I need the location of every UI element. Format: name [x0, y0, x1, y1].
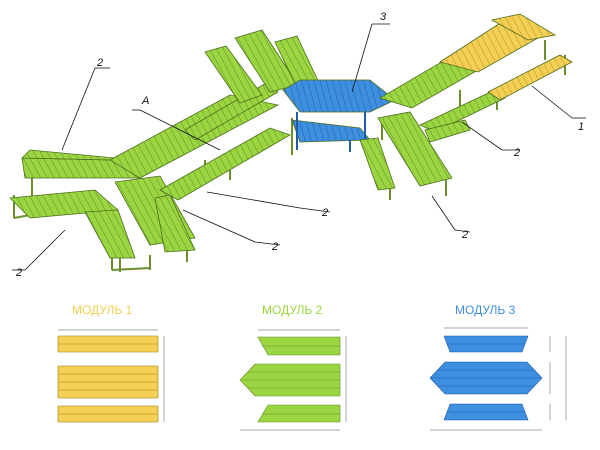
assembly-3d [9, 13, 573, 272]
module-1-plan [57, 329, 165, 423]
module-1-title: МОДУЛЬ 1 [72, 303, 132, 317]
callout-2-c: 2 [321, 207, 328, 219]
callout-2-f: 2 [15, 267, 22, 279]
right-bench-short [424, 119, 471, 143]
right-v-table [377, 111, 453, 187]
callout-A: A [141, 95, 149, 107]
blue-bench [291, 119, 371, 143]
callout-1: 1 [578, 121, 584, 133]
left-table-edge [21, 149, 117, 161]
module-3-title-text: МОДУЛЬ 3 [455, 303, 516, 317]
callout-2-b: 2 [513, 147, 520, 159]
yellow-front-bench [487, 54, 573, 101]
centerleft-bench-long [159, 127, 291, 201]
callout-2-d: 2 [271, 241, 278, 253]
yellow-back-bench [490, 13, 557, 41]
module-2-plan [239, 329, 347, 431]
module-3-title: МОДУЛЬ 3 [455, 303, 515, 317]
callout-2-a: 2 [96, 57, 103, 69]
upper-bench-1 [204, 45, 263, 104]
module-2-title: МОДУЛЬ 2 [262, 303, 322, 317]
centerleft-v-bench [154, 194, 196, 253]
module-3-plan [429, 327, 567, 431]
module-1-title-text: МОДУЛЬ 1 [72, 303, 133, 317]
blue-table-top [282, 79, 396, 113]
module-2-title-text: МОДУЛЬ 2 [262, 303, 323, 317]
callout-3: 3 [380, 11, 387, 23]
right-v-bench [359, 137, 396, 191]
leader-lines [12, 23, 586, 271]
left-bench-arm [84, 209, 136, 259]
callout-2-e: 2 [461, 229, 468, 241]
